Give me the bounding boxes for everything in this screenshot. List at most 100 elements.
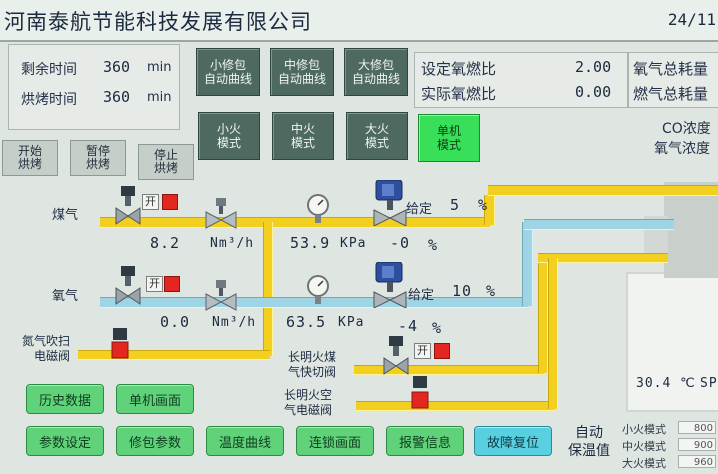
start-baking-button[interactable]: 开始 烘烤 xyxy=(2,140,58,176)
totals-panel: 氧气总耗量 燃气总耗量 xyxy=(628,52,718,108)
oxygen-valve-indicator[interactable] xyxy=(164,276,180,292)
remaining-time-value[interactable]: 360 xyxy=(103,58,131,76)
gas-pipe-left-drop xyxy=(263,222,273,356)
alarm-info-button[interactable]: 报警信息 xyxy=(386,426,464,456)
oxygen-valve-opening: -4 xyxy=(398,317,419,335)
oxygen-flowmeter-icon xyxy=(205,280,237,311)
oxygen-control-valve-icon[interactable] xyxy=(370,262,410,308)
gas-pressure-unit: KPa xyxy=(340,236,367,251)
single-screen-button[interactable]: 单机画面 xyxy=(116,384,194,414)
nitrogen-solenoid-valve-icon[interactable] xyxy=(110,328,130,360)
gas-pressure-gauge-icon xyxy=(307,194,329,223)
small-mode-hold-label: 小火模式 xyxy=(622,423,666,436)
pilot-air-pipe xyxy=(356,401,554,411)
pilot-gas-cutoff-valve-icon[interactable] xyxy=(382,336,412,376)
oxygen-line-label: 氧气 xyxy=(52,289,79,304)
oxygen-setpoint-label: 给定 xyxy=(408,288,435,303)
oxygen-flow-unit: Nm³/h xyxy=(212,315,257,330)
furnace-sp-label: SP xyxy=(700,376,718,391)
gas-flow-unit: Nm³/h xyxy=(210,236,255,251)
gas-pipe-upper xyxy=(488,185,718,196)
oxygen-pipe-main xyxy=(100,297,528,308)
pilot-air-solenoid-icon[interactable] xyxy=(410,376,430,410)
stop-baking-button[interactable]: 停止 烘烤 xyxy=(138,144,194,180)
auto-hold-label: 自动 保温值 xyxy=(568,425,610,459)
medium-fire-mode-button[interactable]: 中火 模式 xyxy=(272,112,334,160)
pause-baking-button[interactable]: 暂停 烘烤 xyxy=(70,140,126,176)
set-ratio-label: 设定氧燃比 xyxy=(421,60,497,78)
gas-flowmeter-icon xyxy=(205,198,237,229)
company-title: 河南泰航节能科技发展有限公司 xyxy=(4,10,312,34)
gas-valve-opening: -0 xyxy=(390,234,411,252)
actual-ratio-label: 实际氧燃比 xyxy=(421,85,497,103)
burner-housing xyxy=(664,182,718,278)
furnace-temperature: 30.4 ℃ xyxy=(636,376,696,391)
small-repair-curve-button[interactable]: 小修包 自动曲线 xyxy=(196,48,260,96)
large-fire-mode-button[interactable]: 大火 模式 xyxy=(346,112,408,160)
baking-time-label: 烘烤时间 xyxy=(21,92,77,108)
oxygen-pressure-gauge-icon xyxy=(307,275,329,304)
furnace-body xyxy=(626,272,718,412)
gas-setpoint-value[interactable]: 5 xyxy=(450,196,461,214)
date-display: 24/11 xyxy=(667,10,716,29)
gas-pressure-value: 53.9 xyxy=(290,234,331,252)
pilot-gas-cutoff-indicator[interactable] xyxy=(434,343,450,359)
gas-valve-indicator[interactable] xyxy=(162,194,178,210)
oxygen-flow-value: 0.0 xyxy=(160,313,191,331)
medium-mode-hold-value[interactable]: 900 xyxy=(678,438,716,451)
large-mode-hold-label: 大火模式 xyxy=(622,457,666,470)
o2-concentration-label: 氧气浓度 xyxy=(654,141,710,157)
large-repair-curve-button[interactable]: 大修包 自动曲线 xyxy=(344,48,408,96)
actual-ratio-value: 0.00 xyxy=(575,83,612,101)
oxygen-pipe-riser xyxy=(522,222,533,306)
oxygen-valve-opening-unit: % xyxy=(432,319,443,337)
history-data-button[interactable]: 历史数据 xyxy=(26,384,104,414)
small-mode-hold-value[interactable]: 800 xyxy=(678,421,716,434)
baking-time-value[interactable]: 360 xyxy=(103,88,131,106)
repair-parameters-button[interactable]: 修包参数 xyxy=(116,426,194,456)
parameter-settings-button[interactable]: 参数设定 xyxy=(26,426,104,456)
nitrogen-pipe xyxy=(78,350,270,360)
pilot-gas-cutoff-state: 开 xyxy=(414,343,431,359)
pilot-upper xyxy=(538,253,668,263)
interlock-screen-button[interactable]: 连锁画面 xyxy=(296,426,374,456)
oxygen-pressure-value: 63.5 xyxy=(286,313,327,331)
pilot-gas-cutoff-label: 长明火煤 气快切阀 xyxy=(288,350,337,379)
large-mode-hold-value[interactable]: 960 xyxy=(678,455,716,468)
oxygen-total-label: 氧气总耗量 xyxy=(633,60,709,78)
gas-valve-opening-unit: % xyxy=(428,236,439,254)
oxygen-valve-state: 开 xyxy=(146,276,163,292)
gas-control-valve-icon[interactable] xyxy=(370,180,410,226)
oxygen-shutoff-valve-icon[interactable] xyxy=(114,266,144,306)
oxygen-setpoint-unit: % xyxy=(486,282,497,300)
fault-reset-button[interactable]: 故障复位 xyxy=(474,426,552,456)
gas-shutoff-valve-icon[interactable] xyxy=(114,186,144,226)
co-concentration-label: CO浓度 xyxy=(662,121,711,137)
pilot-riser-1 xyxy=(538,254,548,373)
gas-flow-value: 8.2 xyxy=(150,234,181,252)
small-fire-mode-button[interactable]: 小火 模式 xyxy=(198,112,260,160)
remaining-time-label: 剩余时间 xyxy=(21,62,77,78)
timer-panel: 剩余时间 360 min 烘烤时间 360 min xyxy=(8,44,180,130)
oxygen-pressure-unit: KPa xyxy=(338,315,365,330)
ratio-panel: 设定氧燃比 2.00 实际氧燃比 0.00 xyxy=(414,52,628,108)
pilot-air-valve-label: 长明火空 气电磁阀 xyxy=(284,388,333,417)
gas-line-label: 煤气 xyxy=(52,208,79,223)
gas-valve-state: 开 xyxy=(142,194,159,210)
title-bar: 河南泰航节能科技发展有限公司 24/11 xyxy=(0,0,718,42)
temperature-curve-button[interactable]: 温度曲线 xyxy=(206,426,284,456)
pilot-riser-2 xyxy=(548,258,558,409)
oxygen-pipe-upper xyxy=(524,219,674,230)
fuel-total-label: 燃气总耗量 xyxy=(633,85,709,103)
remaining-time-unit: min xyxy=(147,60,172,75)
medium-mode-hold-label: 中火模式 xyxy=(622,440,666,453)
set-ratio-value[interactable]: 2.00 xyxy=(575,58,612,76)
gas-pipe-main xyxy=(100,217,490,228)
oxygen-setpoint-value[interactable]: 10 xyxy=(452,282,473,300)
gas-setpoint-label: 给定 xyxy=(406,202,433,217)
single-mode-button[interactable]: 单机 模式 xyxy=(418,114,480,162)
pilot-gas-pipe xyxy=(354,365,544,375)
medium-repair-curve-button[interactable]: 中修包 自动曲线 xyxy=(270,48,334,96)
nitrogen-purge-label: 氮气吹扫 电磁阀 xyxy=(22,334,71,363)
